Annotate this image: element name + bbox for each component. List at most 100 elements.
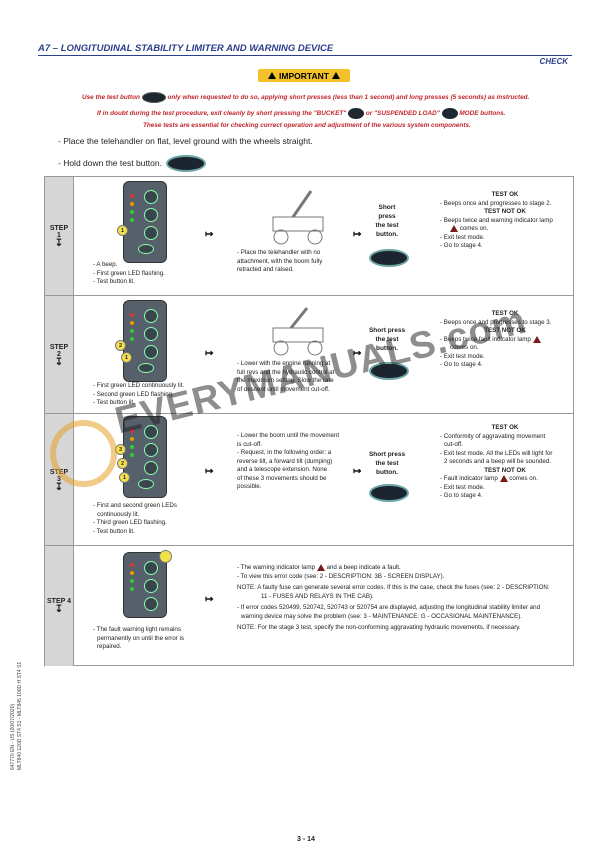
status-line: - First green LED flashing. [93, 269, 165, 277]
result-line: - Beeps twice fault indicator lamp [440, 335, 570, 345]
step-1-action: - Place the telehandler with no attachme… [237, 249, 322, 275]
telehandler-image [272, 190, 324, 245]
page-number: 3 - 14 [297, 836, 315, 843]
flow-arrow-icon: ↦ [205, 229, 214, 240]
warning-lamp-icon [532, 335, 541, 343]
note-line: - To view this error code (see: 2 - DESC… [237, 572, 445, 580]
result-line: comes on. [440, 225, 570, 234]
panel-key [144, 345, 158, 359]
led [130, 329, 134, 333]
flow-arrow-icon: ↦ [205, 466, 214, 477]
step-2-row: STEP 2 ↧ 2 1 - First green LED continuou… [45, 295, 573, 414]
title-divider [38, 55, 572, 56]
panel-key [144, 327, 158, 341]
step-3-row: STEP 3 ↧ 3 2 1 - First and second green … [45, 413, 573, 546]
warning-line-3: These tests are essential for checking c… [143, 122, 471, 129]
warning-text: Use the test button [82, 94, 140, 102]
panel-key [144, 208, 158, 222]
step-3-result: TEST OK - Conformity of aggravating move… [440, 424, 570, 501]
led-marker: 1 [119, 472, 130, 483]
note-text: and a beep indicate a fault. [326, 564, 401, 572]
panel-key [144, 226, 158, 240]
step-1-row: STEP 1 ↧ 1 - A beep. - First green LED f… [45, 177, 573, 295]
action-line: - Lower the boom until the movement [237, 432, 340, 439]
led [130, 337, 134, 341]
led [130, 202, 134, 206]
led [130, 437, 134, 441]
status-line: permanently on until the error is [97, 634, 185, 642]
watermark-logo-icon [50, 420, 117, 487]
test-button-icon [141, 92, 166, 103]
panel-key [144, 561, 158, 575]
result-line: - Go to stage 4. [440, 492, 483, 500]
result-text: comes on. [459, 225, 489, 233]
result-line: - Beeps twice and warning indicator lamp [440, 216, 553, 224]
warning-icon [268, 72, 277, 79]
test-ok-heading: TEST OK [491, 310, 519, 317]
down-arrow-icon: ↧ [54, 356, 64, 368]
warning-text: If in doubt during the test procedure, e… [97, 110, 347, 118]
flow-arrow-icon: ↦ [353, 466, 362, 477]
result-line: 2 seconds and a beep will be sounded. [444, 458, 551, 465]
doc-ref-line: 647770 EN - US (20/07/2020) [10, 703, 16, 770]
result-line: - Beeps once and progresses to stage 2. [440, 199, 552, 207]
panel-key [144, 597, 158, 611]
down-arrow-icon: ↧ [54, 481, 64, 493]
step-3-press: Short press the test button. [363, 450, 411, 477]
result-text: comes on. [509, 475, 538, 483]
result-line: - Exit test mode. [440, 352, 485, 360]
flow-arrow-icon: ↦ [205, 348, 214, 359]
press-line: Short [378, 204, 396, 211]
led [130, 563, 134, 567]
step-4-notes: - The warning indicator lamp and a beep … [237, 564, 571, 633]
warning-text: or "SUSPENDED LOAD" [365, 110, 440, 118]
action-line: - Place the telehandler with no [237, 249, 321, 256]
result-line: - Exit test mode. [440, 233, 485, 241]
doc-ref-line: MLT840 120D ST4 S1 - MLT845 100D H ST4 S… [17, 661, 23, 770]
action-line: retracted and raised. [237, 266, 294, 273]
panel-key [144, 443, 158, 457]
important-label: IMPORTANT [279, 70, 329, 81]
step-2-action: - Lower with the engine running at full … [237, 360, 334, 394]
check-label: CHECK [539, 57, 568, 66]
step-word: STEP [49, 224, 69, 232]
result-line: - Beeps once and progresses to stage 3. [440, 318, 552, 326]
note-line: NOTE: A faulty fuse can generate several… [237, 584, 550, 592]
bucket-mode-icon [348, 108, 365, 119]
test-steps-table: STEP 1 ↧ 1 - A beep. - First green LED f… [44, 176, 574, 666]
warning-text: only when requested to do so, applying s… [167, 94, 530, 102]
led [130, 587, 134, 591]
press-line: Short press [368, 451, 406, 458]
note-line: warning device may solve the problem (se… [241, 612, 523, 620]
flow-arrow-icon: ↦ [353, 348, 362, 359]
result-line: - Conformity of aggravating movement [440, 432, 546, 440]
press-line: button. [375, 231, 399, 238]
led [130, 218, 134, 222]
note-line: NOTE: For the stage 3 test, specify the … [237, 624, 521, 632]
test-button-icon [166, 155, 207, 172]
panel-key [144, 309, 158, 323]
test-key [138, 479, 154, 489]
test-button-icon [369, 249, 409, 267]
result-line: - Go to stage 4. [440, 361, 483, 369]
step-number: 1 [57, 231, 61, 239]
action-line: is cut-off. [237, 440, 262, 448]
status-line: - Test button lit. [93, 527, 135, 535]
note-line: - The warning indicator lamp and a beep … [237, 564, 571, 573]
result-line: - Exit test mode. [440, 483, 485, 491]
action-line: possible. [237, 483, 262, 490]
warning-lamp-icon [450, 225, 458, 232]
step-1-press: Short press the test button. [369, 203, 405, 239]
step-number: 3 [57, 475, 61, 483]
step-1-label: STEP 1 ↧ [45, 177, 74, 295]
led-marker: 1 [121, 352, 132, 363]
step-2-result: TEST OK - Beeps once and progresses to s… [440, 310, 570, 370]
warning-line-1: Use the test button only when requested … [82, 92, 529, 103]
test-key [138, 244, 154, 254]
action-line: the maximum setting. Slow the rate [237, 377, 334, 384]
intro-line-2: - Hold down the test button. [58, 155, 207, 172]
panel-key [144, 579, 158, 593]
panel-key [144, 190, 158, 204]
press-line: Short press [368, 327, 406, 334]
action-line: full revs and the hydraulic control at [237, 368, 335, 376]
